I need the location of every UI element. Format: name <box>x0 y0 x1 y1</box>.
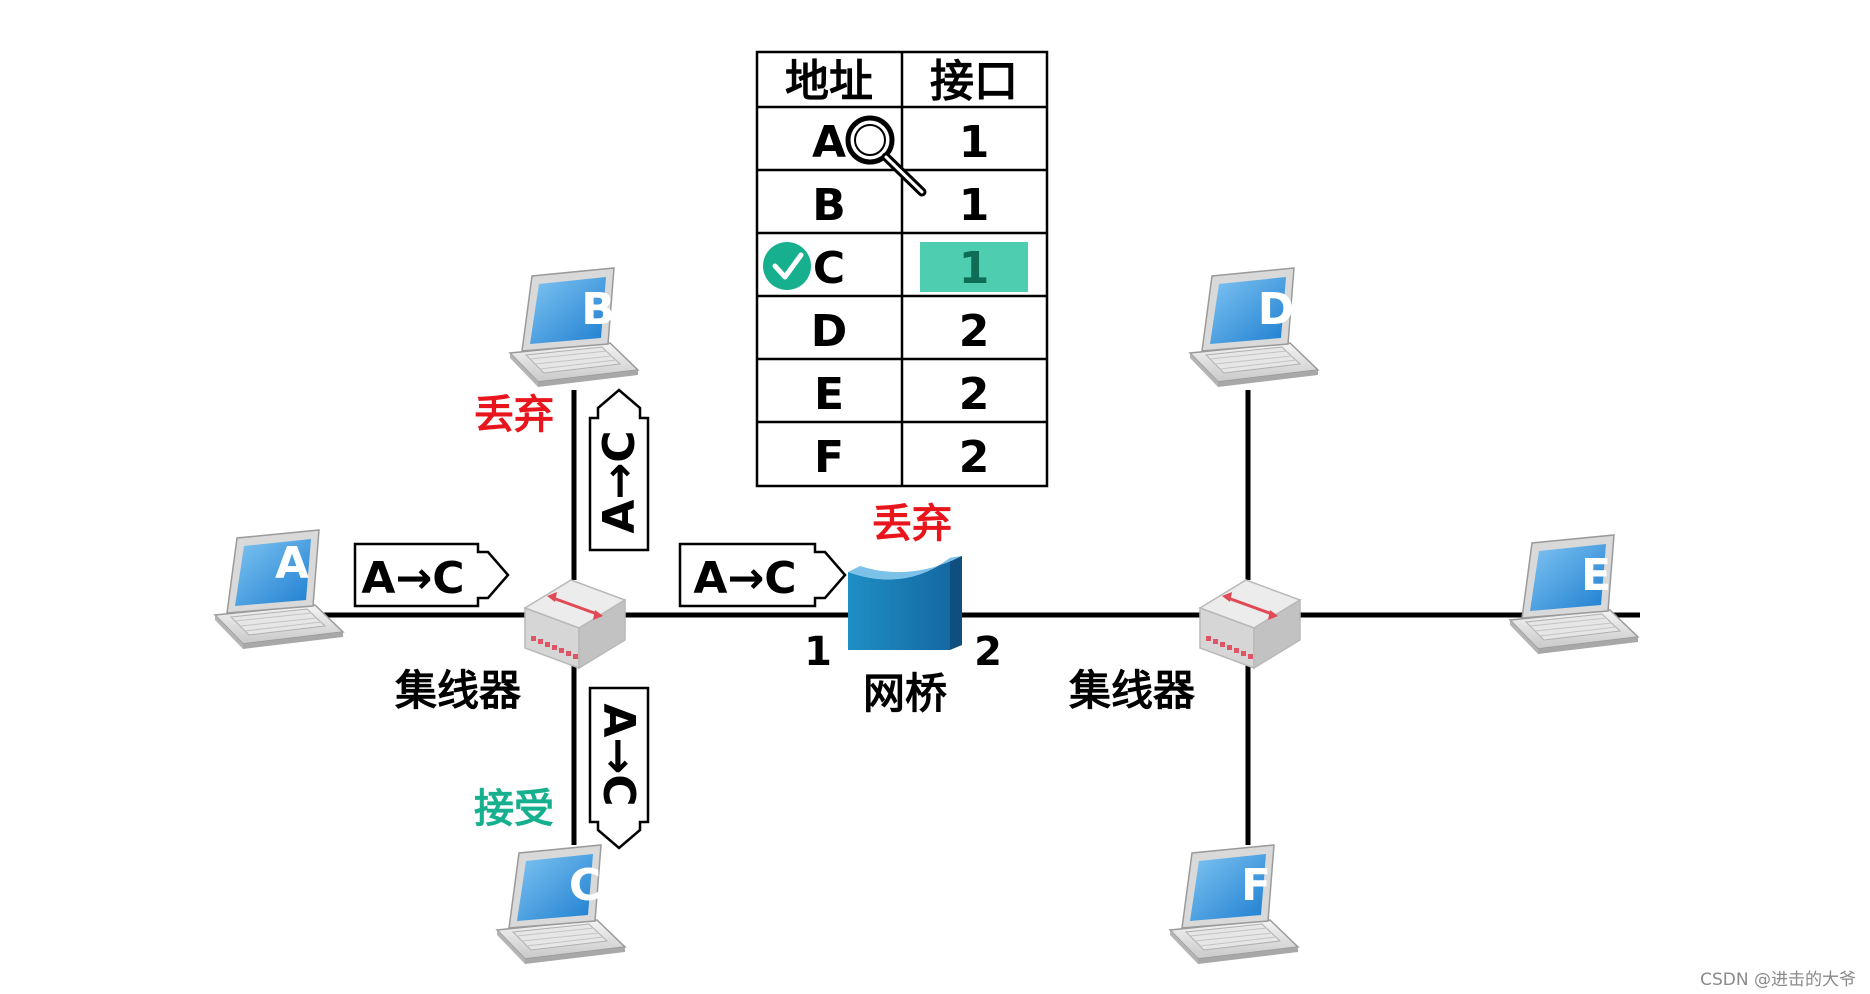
laptop-icon <box>509 267 639 388</box>
hub-left <box>523 578 627 670</box>
table-header-address: 地址 <box>785 56 873 107</box>
table-cell-address: F <box>814 432 844 483</box>
laptop-icon <box>1169 844 1299 965</box>
table-cell-port: 1 <box>959 117 990 168</box>
status-accept-c: 接受 <box>474 786 554 832</box>
table-cell-address: A <box>812 117 846 168</box>
hub-icon <box>1198 578 1302 670</box>
table-row-highlight <box>920 242 1028 292</box>
table-cell-port: 2 <box>959 306 990 357</box>
bridge: 1 2 网桥 <box>804 556 1002 718</box>
host-c: C <box>496 844 626 965</box>
frame-hub-to-bridge: A→C <box>678 542 847 608</box>
status-discard-b: 丢弃 <box>474 392 554 438</box>
table-cell-address: D <box>811 306 848 357</box>
table-cell-address: E <box>814 369 844 420</box>
frame-hub-to-b: A→C <box>588 388 650 552</box>
hub-right <box>1198 578 1302 670</box>
bridge-label: 网桥 <box>863 669 947 718</box>
laptop-icon <box>496 844 626 965</box>
frame-hub-to-c: A→C <box>588 686 650 850</box>
check-icon <box>763 242 811 290</box>
table-cell-address: C <box>813 243 845 294</box>
table-cell-port: 2 <box>959 432 990 483</box>
table-cell-address: B <box>812 180 846 231</box>
laptop-icon <box>1509 534 1639 655</box>
table-cell-port: 1 <box>959 180 990 231</box>
host-e: E <box>1509 534 1639 655</box>
host-d: D <box>1189 267 1319 388</box>
table-header-port: 接口 <box>930 56 1018 107</box>
host-a: A <box>214 529 344 650</box>
host-b: B <box>509 267 639 388</box>
table-cell-port: 1 <box>959 243 990 294</box>
frame-a-to-hub: A→C <box>353 542 510 608</box>
host-b-label: B <box>581 284 615 335</box>
table-cell-port: 2 <box>959 369 990 420</box>
bridge-port-1: 1 <box>804 629 832 675</box>
laptop-icon <box>1189 267 1319 388</box>
host-f: F <box>1169 844 1299 965</box>
frame-label: A→C <box>693 553 796 604</box>
bridge-icon <box>848 556 962 650</box>
watermark: CSDN @进击的大爷 <box>1700 970 1856 990</box>
hub-left-label: 集线器 <box>394 666 522 715</box>
frame-label: A→C <box>594 430 645 533</box>
host-e-label: E <box>1581 550 1611 601</box>
frame-label: A→C <box>361 553 464 604</box>
magnifier-icon <box>845 115 927 197</box>
forwarding-table: 地址 接口 A 1 B 1 C 1 D 2 E 2 F 2 <box>755 50 1049 488</box>
host-d-label: D <box>1258 284 1295 335</box>
frame-label: A→C <box>593 703 644 806</box>
host-c-label: C <box>569 860 601 911</box>
bridge-port-2: 2 <box>974 629 1002 675</box>
host-f-label: F <box>1241 860 1271 911</box>
hub-right-label: 集线器 <box>1068 666 1196 715</box>
hub-icon <box>523 578 627 670</box>
host-a-label: A <box>275 538 309 589</box>
status-discard-bridge: 丢弃 <box>872 501 952 547</box>
